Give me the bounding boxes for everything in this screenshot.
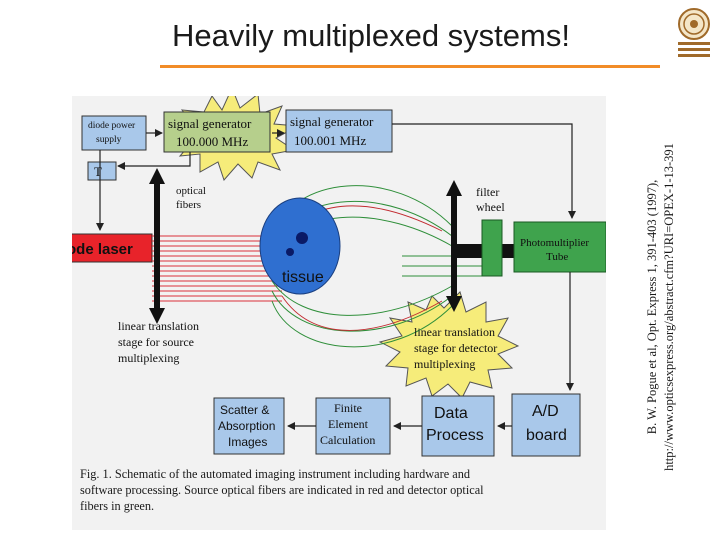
tissue-inclusion-1 <box>296 232 308 244</box>
ad-board-label-2: board <box>526 427 567 444</box>
optical-fibers-label-1: optical <box>176 185 206 197</box>
optical-fibers-label-2: fibers <box>176 199 201 211</box>
filter-wheel-label-1: filter <box>476 185 499 199</box>
data-process-label-2: Process <box>426 427 484 444</box>
photomultiplier-label-2: Tube <box>546 251 568 263</box>
linear-detector-label-2: stage for detector <box>414 341 497 355</box>
diode-power-supply-label-2: supply <box>96 135 122 145</box>
finite-element-label-3: Calculation <box>320 433 375 447</box>
imaging-schematic: diode power supply signal generator 100.… <box>72 96 606 457</box>
data-process-label-1: Data <box>434 405 468 422</box>
linear-detector-label-1: linear translation <box>414 325 495 339</box>
tissue-ellipse <box>259 197 341 295</box>
linear-source-label-1: linear translation <box>118 319 199 333</box>
caption-line-2: software processing. Source optical fibe… <box>80 483 484 497</box>
scatter-absorption-label-1: Scatter & <box>220 403 269 417</box>
detector-arrow-head-up <box>446 180 462 196</box>
ad-board-box <box>511 393 581 457</box>
ad-board-label-1: A/D <box>532 403 559 420</box>
finite-element-label-1: Finite <box>334 401 362 415</box>
scatter-absorption-box <box>213 397 285 455</box>
scatter-absorption-label-3: Images <box>228 435 267 449</box>
diode-power-supply-label-1: diode power <box>88 121 136 131</box>
signal-generator-2-box <box>285 109 393 153</box>
signal-generator-1-box <box>163 111 271 153</box>
finite-element-label-2: Element <box>328 417 369 431</box>
photomultiplier-label-1: Photomultiplier <box>520 237 589 249</box>
t-label: T <box>94 164 102 179</box>
signal-generator-1-label-1: signal generator <box>168 116 252 131</box>
diode-laser-box <box>72 233 153 263</box>
university-logo <box>678 8 710 57</box>
tissue-label: tissue <box>282 269 324 286</box>
t-box <box>87 161 117 181</box>
tissue-inclusion-2 <box>286 248 294 256</box>
caption-line-3: fibers in green. <box>80 499 155 513</box>
filter-wheel-label-2: wheel <box>476 200 505 214</box>
data-process-box <box>421 395 495 457</box>
diode-power-supply-box <box>81 115 147 151</box>
linear-source-label-2: stage for source <box>118 335 194 349</box>
linear-detector-label-3: multiplexing <box>414 357 475 371</box>
citation-block: B. W. Pogue et al, Opt. Express 1, 391-4… <box>632 110 690 505</box>
linear-source-label-3: multiplexing <box>118 351 179 365</box>
photomultiplier-box <box>513 221 606 273</box>
title-underline <box>160 65 660 68</box>
finite-element-box <box>315 397 391 455</box>
filter-wheel-box <box>481 219 503 277</box>
slide-title: Heavily multiplexed systems! <box>172 18 570 53</box>
figure-caption: Fig. 1. Schematic of the automated imagi… <box>80 466 580 514</box>
scatter-absorption-label-2: Absorption <box>218 419 275 433</box>
source-arrow-head-down <box>149 308 165 324</box>
diode-laser-label: Diode laser <box>72 241 133 258</box>
citation-line-2: http://www.opticsexpress.org/abstract.cf… <box>662 143 676 471</box>
source-arrow-head-up <box>149 168 165 184</box>
caption-line-1: Fig. 1. Schematic of the automated imagi… <box>80 467 470 481</box>
signal-generator-2-label-1: signal generator <box>290 114 374 129</box>
detector-arrow-head-down <box>446 296 462 312</box>
signal-generator-2-label-2: 100.001 MHz <box>294 133 366 148</box>
connector-sg1-t <box>117 152 191 170</box>
connector-sg2-ad <box>392 123 576 219</box>
signal-generator-1-label-2: 100.000 MHz <box>176 134 248 149</box>
citation-line-1: B. W. Pogue et al, Opt. Express 1, 391-4… <box>645 179 659 435</box>
